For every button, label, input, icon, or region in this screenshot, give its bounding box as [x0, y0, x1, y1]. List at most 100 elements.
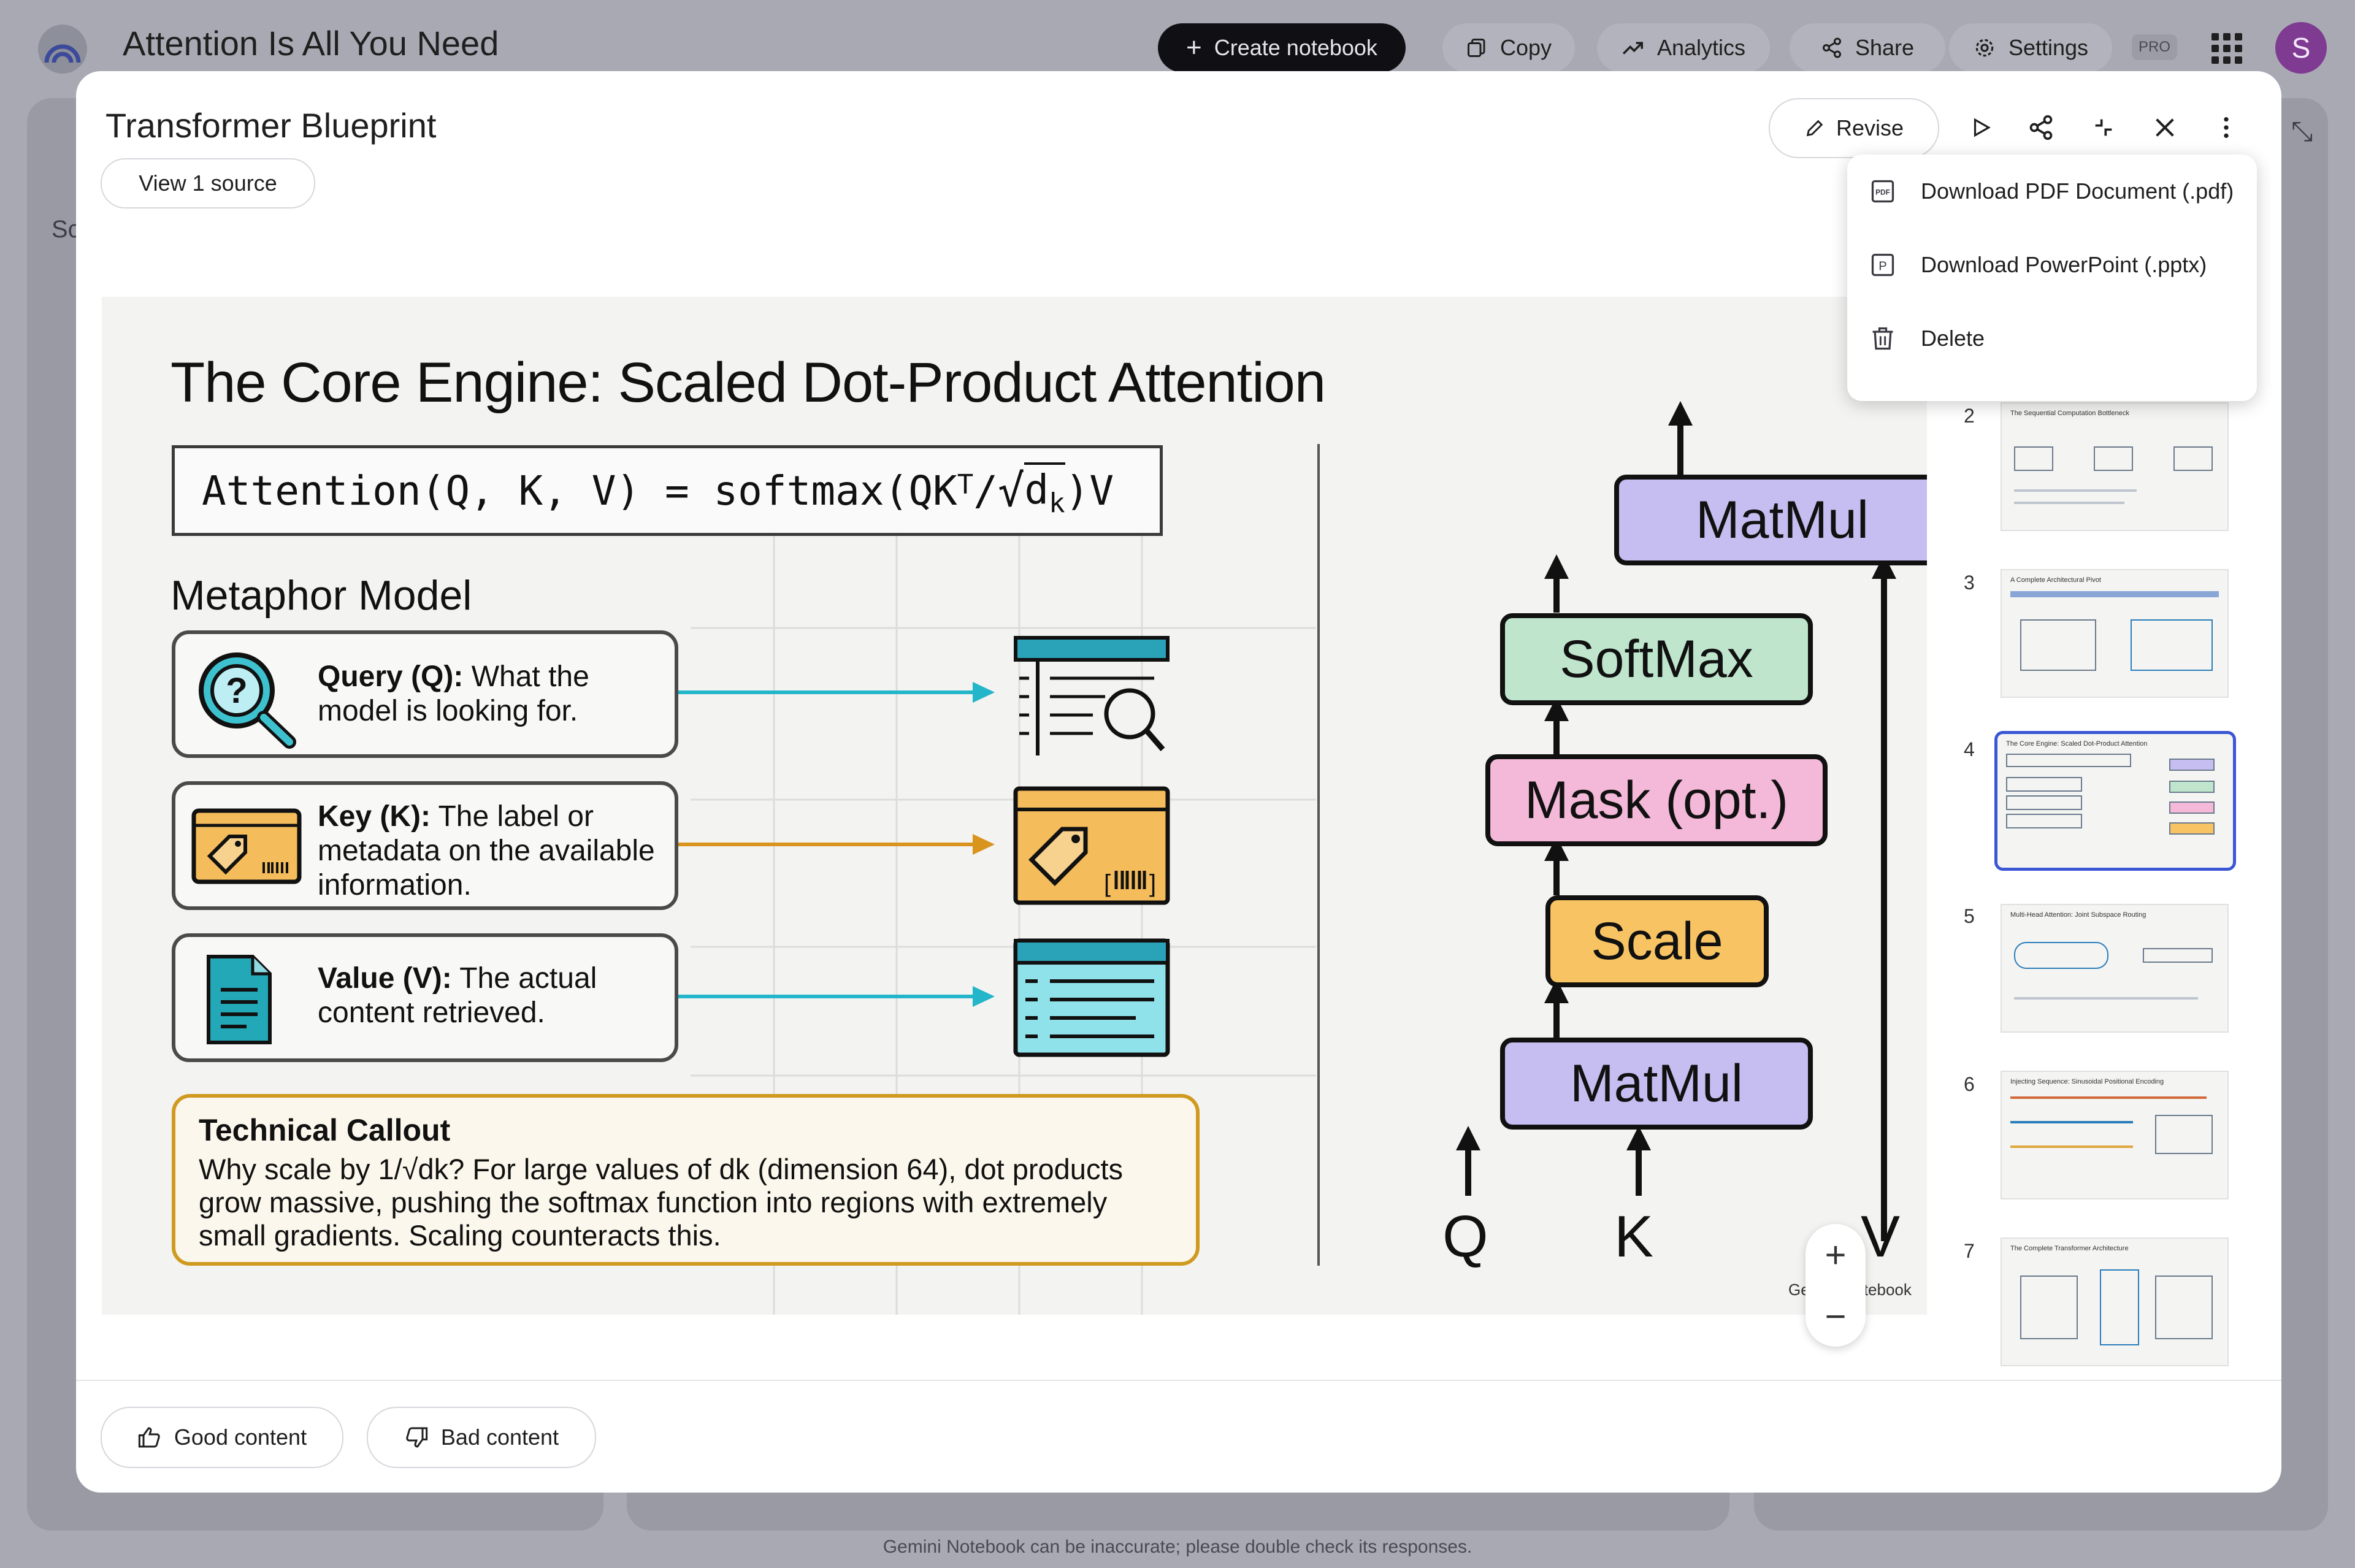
svg-text:?: ? [226, 671, 247, 711]
thumb-number: 4 [1964, 738, 1975, 760]
query-arrow [678, 690, 985, 694]
menu-item-label: Download PDF Document (.pdf) [1921, 178, 2234, 204]
trending-up-icon [1622, 42, 1643, 55]
download-menu: PDF Download PDF Document (.pdf) P Downl… [1847, 155, 2257, 401]
query-term: Query (Q): [318, 660, 464, 693]
query-arrowhead-icon [973, 682, 995, 703]
content-panel-icon [1013, 938, 1170, 1057]
value-arrow [678, 995, 985, 998]
thumb-shape [2155, 1115, 2213, 1154]
price-tag-large-icon: [ ] [1013, 786, 1170, 905]
present-button[interactable] [1959, 105, 2003, 150]
play-icon [1974, 118, 1991, 137]
analytics-label: Analytics [1656, 35, 1746, 60]
gear-icon [1975, 39, 1994, 57]
more-options-button[interactable] [2204, 105, 2248, 150]
thumb-shape [2006, 754, 2131, 767]
value-description: Value (V): The actual content retrieved. [318, 962, 661, 1030]
good-content-button[interactable]: Good content [101, 1407, 343, 1468]
thumb-shape [2155, 1275, 2213, 1339]
close-button[interactable] [2143, 105, 2187, 150]
technical-callout: Technical Callout Why scale by 1/√dk? Fo… [172, 1094, 1200, 1266]
thumb-line [2010, 591, 2219, 597]
app-logo[interactable] [38, 25, 87, 74]
thumb-title: The Complete Transformer Architecture [2010, 1245, 2129, 1252]
slide-thumbnail[interactable]: A Complete Architectural Pivot [2001, 569, 2229, 698]
thumb-shape [2169, 822, 2215, 835]
thumb-shape [2169, 781, 2215, 793]
thumb-shape [2006, 795, 2082, 810]
analytics-button[interactable]: Analytics [1597, 23, 1770, 72]
apps-grid-icon[interactable] [2210, 32, 2243, 65]
svg-text:]: ] [1149, 870, 1156, 897]
thumb-shape [2020, 619, 2096, 671]
matmul-bottom-block: MatMul [1500, 1038, 1813, 1130]
more-vert-icon [2224, 117, 2229, 138]
create-notebook-label: Create notebook [1214, 35, 1377, 60]
slide-thumbnail[interactable]: Injecting Sequence: Sinusoidal Positiona… [2001, 1071, 2229, 1199]
collapse-button[interactable] [2081, 105, 2126, 150]
attention-flow-arrows [1456, 401, 1896, 1241]
slide-thumbnail[interactable]: Multi-Head Attention: Joint Subspace Rou… [2001, 904, 2229, 1033]
document-icon [207, 955, 272, 1044]
bad-content-button[interactable]: Bad content [367, 1407, 596, 1468]
formula-divider: / [973, 467, 998, 514]
share-slide-button[interactable] [2019, 105, 2063, 150]
metaphor-heading: Metaphor Model [170, 572, 472, 619]
formula-prefix: Attention(Q, K, V) = softmax(QK [202, 467, 957, 514]
svg-text:P: P [1878, 259, 1886, 273]
create-notebook-button[interactable]: + Create notebook [1158, 23, 1406, 72]
revise-button[interactable]: Revise [1769, 98, 1939, 158]
share-icon [1822, 37, 1841, 58]
thumb-line [2010, 1121, 2133, 1123]
bad-content-label: Bad content [440, 1425, 559, 1450]
thumb-number: 2 [1964, 405, 1975, 427]
input-v-label: V [1861, 1204, 1901, 1269]
thumb-shape [2173, 446, 2213, 471]
share-button[interactable]: Share [1790, 23, 1945, 72]
thumb-shape [2006, 814, 2082, 828]
settings-button[interactable]: Settings [1949, 23, 2112, 72]
disclaimer-text: Gemini Notebook can be inaccurate; pleas… [883, 1537, 1472, 1557]
thumb-line [2014, 502, 2124, 504]
value-term: Value (V): [318, 962, 452, 995]
slide-title: The Core Engine: Scaled Dot-Product Atte… [170, 351, 1326, 414]
footer-divider [76, 1380, 2281, 1381]
menu-item-download-pptx[interactable]: P Download PowerPoint (.pptx) [1847, 228, 2257, 302]
query-text: What the model is looking for. [318, 660, 589, 727]
view-source-button[interactable]: View 1 source [101, 158, 315, 208]
value-card: Value (V): The actual content retrieved. [172, 933, 678, 1062]
avatar[interactable]: S [2275, 22, 2327, 74]
price-tag-card-icon [191, 808, 302, 884]
input-k-label: K [1614, 1204, 1654, 1269]
expand-panel-icon[interactable]: ⤡ [2291, 117, 2313, 147]
menu-item-delete[interactable]: Delete [1847, 302, 2257, 375]
thumb-shape [2094, 446, 2133, 471]
query-description: Query (Q): What the model is looking for… [318, 660, 661, 729]
slide-thumbnail[interactable]: The Sequential Computation Bottleneck [2001, 402, 2229, 531]
zoom-in-button[interactable]: + [1825, 1234, 1847, 1275]
thumb-title: The Core Engine: Scaled Dot-Product Atte… [2006, 740, 2148, 748]
softmax-block: SoftMax [1500, 613, 1813, 705]
settings-label: Settings [2008, 35, 2089, 60]
thumbs-up-icon [138, 1427, 160, 1448]
thumb-shape [2014, 446, 2053, 471]
top-bar: Attention Is All You Need + Create noteb… [0, 0, 2355, 92]
zoom-controls: + − [1806, 1224, 1866, 1347]
formula-sqrt-argument: d [1024, 465, 1049, 513]
sqrt-symbol-icon: √ [998, 465, 1025, 516]
menu-item-download-pdf[interactable]: PDF Download PDF Document (.pdf) [1847, 155, 2257, 228]
thumb-shape [2143, 948, 2213, 963]
svg-text:[: [ [1104, 870, 1111, 897]
modal-title: Transformer Blueprint [105, 106, 437, 145]
revise-label: Revise [1836, 115, 1904, 140]
thumb-shape [2006, 777, 2082, 792]
close-icon [2156, 118, 2174, 137]
slide-thumbnail[interactable]: The Complete Transformer Architecture [2001, 1237, 2229, 1366]
key-term: Key (K): [318, 800, 431, 833]
good-content-label: Good content [174, 1425, 307, 1450]
slide-thumbnail-selected[interactable]: The Core Engine: Scaled Dot-Product Atte… [1994, 731, 2236, 871]
copy-button[interactable]: Copy [1442, 23, 1575, 72]
zoom-out-button[interactable]: − [1825, 1295, 1847, 1337]
